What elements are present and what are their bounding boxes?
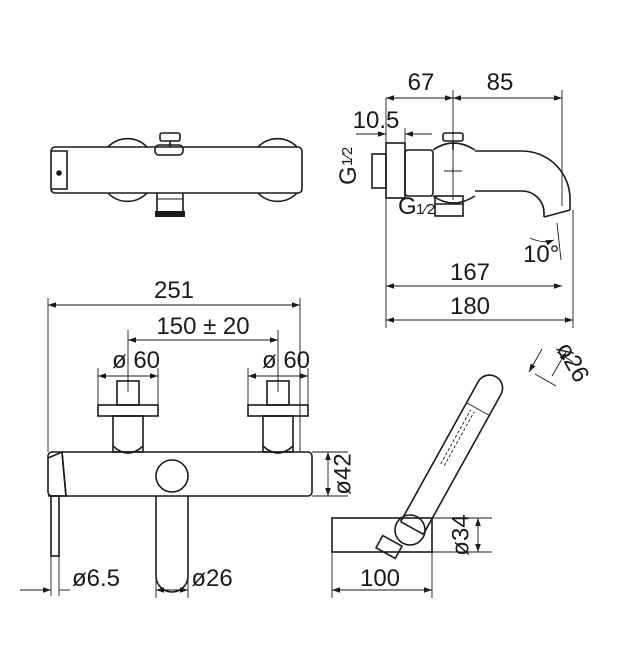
dim-holder: ø34 <box>448 514 475 555</box>
angle-10: 10° <box>523 241 559 268</box>
top-view <box>50 132 303 217</box>
dim-flange-right: ø 60 <box>262 347 310 374</box>
side-view: 67 85 10.5 + G 1⁄2 G 1⁄2 10° 167 180 <box>335 69 574 328</box>
thread-left-fraction: 1⁄2 <box>339 147 356 166</box>
front-view: 251 150 ± 20 ø 60 ø 60 ø42 <box>20 277 357 598</box>
dim-251: 251 <box>154 277 194 304</box>
aerator-icon <box>155 211 185 217</box>
dim-10-5: 10.5 <box>353 107 400 134</box>
thread-left-g: G <box>335 166 362 185</box>
dim-100: 100 <box>360 565 400 592</box>
dim-167: 167 <box>450 259 490 286</box>
center-mark: + <box>449 163 458 180</box>
dim-67: 67 <box>408 69 435 96</box>
dim-lever: ø6.5 <box>72 565 120 592</box>
dim-180: 180 <box>450 293 490 320</box>
dim-body: ø42 <box>330 453 357 494</box>
dim-flange-left: ø 60 <box>112 347 160 374</box>
dim-85: 85 <box>487 69 514 96</box>
dim-150: 150 ± 20 <box>156 313 249 340</box>
dim-hand-diameter: ø26 <box>551 338 595 387</box>
dim-spout: ø26 <box>191 565 232 592</box>
thread-mid-fraction: 1⁄2 <box>416 201 435 218</box>
hand-shower-view: 100 ø34 ø26 <box>331 338 595 598</box>
indicator-dot-icon <box>56 170 62 176</box>
thread-mid-g: G <box>398 193 417 220</box>
